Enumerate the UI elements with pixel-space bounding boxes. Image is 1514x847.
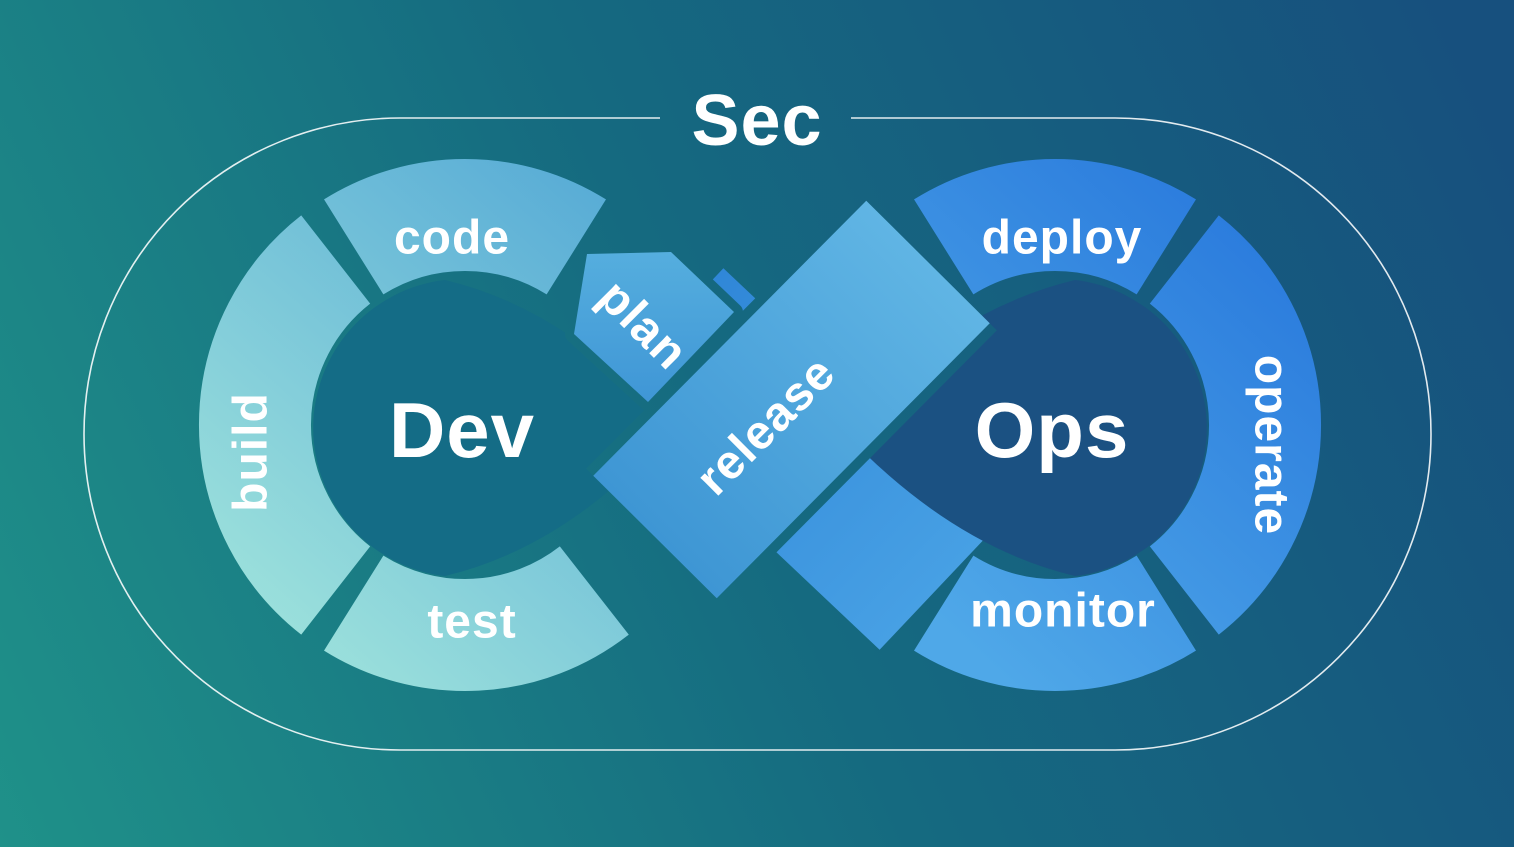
release-ribbon	[593, 200, 990, 599]
dev-ring-build-segment	[198, 215, 372, 635]
ops-ring-operate-segment	[1148, 215, 1322, 635]
ops-label: Ops	[975, 386, 1130, 474]
dev-center-disc	[313, 280, 672, 576]
dev-label: Dev	[389, 386, 535, 474]
monitor-label: monitor	[970, 585, 1156, 638]
sec-label: Sec	[691, 81, 822, 161]
dev-ring-test-segment	[324, 545, 629, 692]
sec-boundary-outline	[83, 117, 1432, 751]
code-label: code	[394, 212, 510, 265]
ops-ring-monitor-segment	[914, 554, 1196, 691]
operate-label: operate	[1245, 355, 1298, 535]
build-label: build	[225, 392, 278, 512]
test-label: test	[427, 596, 516, 649]
deploy-label: deploy	[982, 212, 1143, 265]
ops-ring-deploy-segment	[914, 159, 1196, 296]
dev-ring-code-segment	[324, 159, 606, 296]
plan-segment	[574, 252, 734, 402]
